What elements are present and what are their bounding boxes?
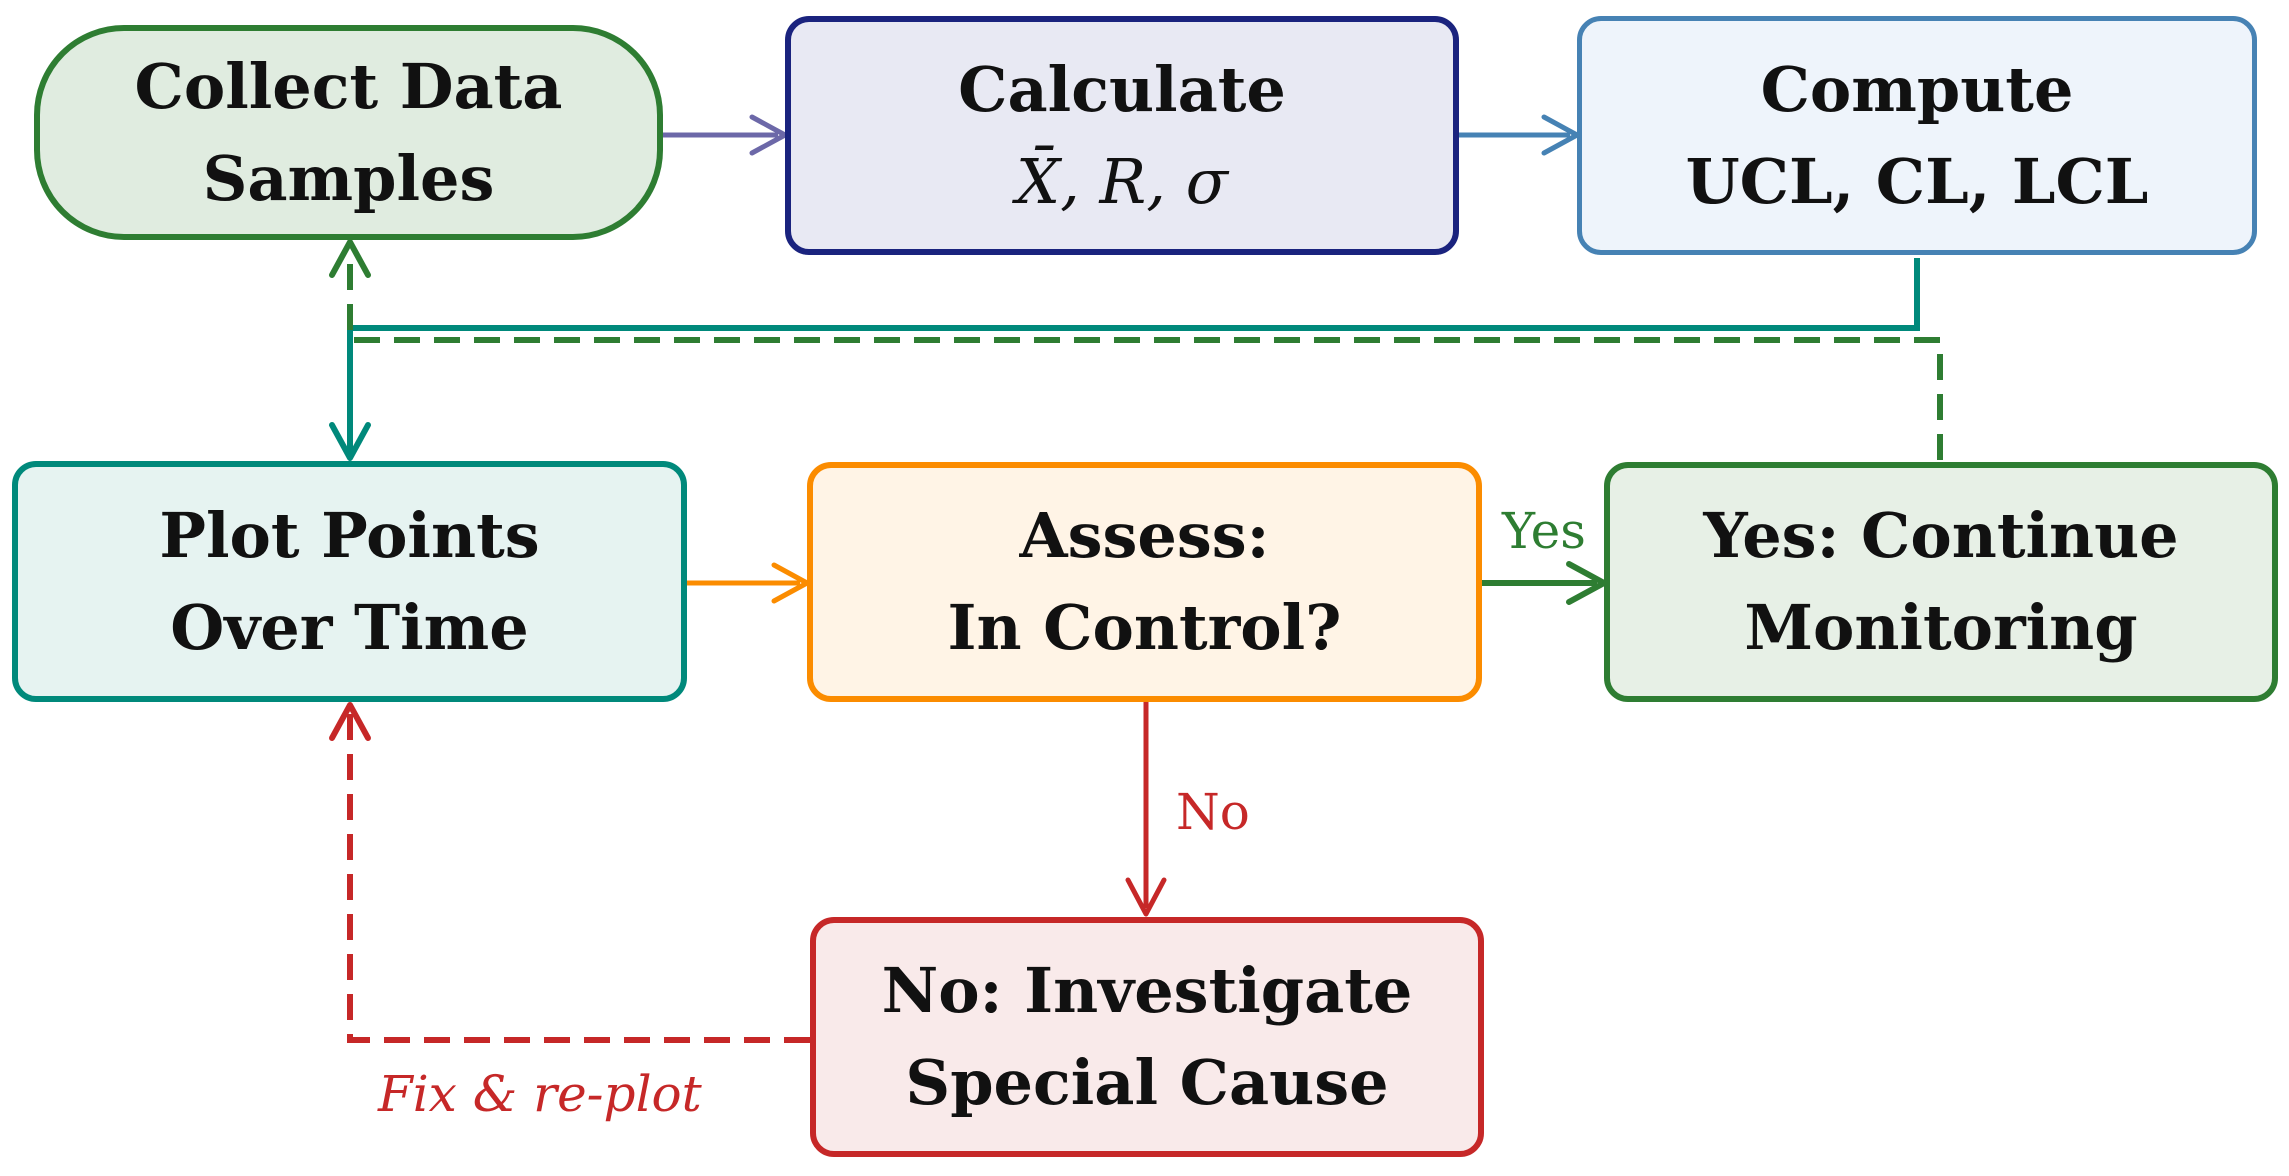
node-assess-control: Assess: In Control? bbox=[807, 462, 1482, 702]
node-assess-line2: In Control? bbox=[947, 591, 1342, 664]
node-plot-line2: Over Time bbox=[170, 590, 529, 664]
node-investigate-cause: No: Investigate Special Cause bbox=[810, 917, 1484, 1157]
node-plot-line1: Plot Points bbox=[159, 498, 540, 572]
node-calculate-line1: Calculate bbox=[958, 52, 1286, 126]
edge-label-yes: Yes bbox=[1502, 502, 1586, 560]
node-continue-line1: Yes: Continue bbox=[1703, 499, 2179, 572]
node-continue-monitoring: Yes: Continue Monitoring bbox=[1604, 462, 2278, 702]
node-compute-line2: UCL, CL, LCL bbox=[1685, 144, 2149, 218]
arrowhead-assess-investigate bbox=[1125, 877, 1167, 917]
edge-compute-plot bbox=[347, 258, 1920, 452]
arrowhead-continue-collect bbox=[329, 239, 371, 278]
node-collect-line2: Samples bbox=[202, 141, 495, 215]
node-investigate-line1: No: Investigate bbox=[881, 954, 1413, 1027]
node-investigate-line2: Special Cause bbox=[905, 1046, 1389, 1119]
node-continue-line2: Monitoring bbox=[1744, 591, 2138, 664]
node-compute-line1: Compute bbox=[1760, 52, 2074, 126]
edge-investigate-plot bbox=[347, 712, 810, 1043]
arrowhead-investigate-plot bbox=[329, 702, 371, 741]
node-compute-limits: Compute UCL, CL, LCL bbox=[1577, 16, 2257, 255]
node-calculate: Calculate X̄, R, σ bbox=[785, 16, 1459, 255]
edge-continue-collect bbox=[347, 250, 1943, 460]
node-plot-points: Plot Points Over Time bbox=[12, 461, 687, 702]
edge-label-fix-replot: Fix & re-plot bbox=[378, 1065, 702, 1123]
node-assess-line1: Assess: bbox=[1019, 499, 1270, 572]
arrowhead-compute-plot bbox=[329, 422, 371, 461]
node-collect-data: Collect Data Samples bbox=[34, 25, 663, 240]
node-calculate-line2: X̄, R, σ bbox=[1016, 144, 1228, 218]
node-collect-line1: Collect Data bbox=[134, 49, 563, 123]
edge-label-no: No bbox=[1176, 783, 1250, 841]
